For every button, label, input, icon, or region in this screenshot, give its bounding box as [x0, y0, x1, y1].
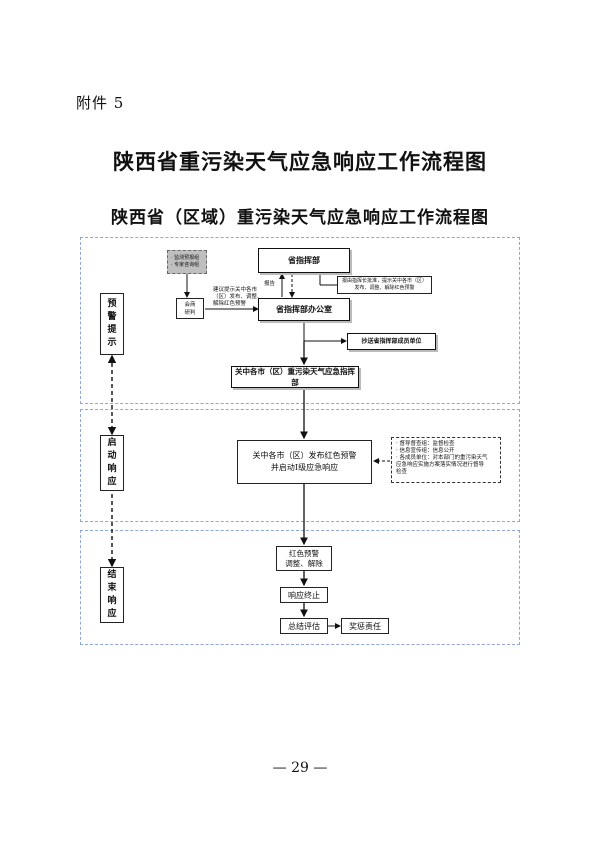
- report-label: 报告: [264, 281, 276, 287]
- red-warning-adjust-box: 红色预警 调整、解除: [276, 546, 332, 571]
- publish-warning-box: 关中各市（区）发布红色预警 并启动Ⅰ级应急响应: [237, 440, 372, 484]
- summary-evaluate-box: 总结评估: [280, 618, 328, 634]
- cc-members-box: 抄送省指挥部成员单位: [347, 333, 436, 350]
- consult-box: 会商 研判: [176, 298, 204, 319]
- stage-warning: 预 警 提 示: [100, 293, 124, 355]
- suggestion-note: 建议提示关中各市 （区）发布、调整、 解除红色预警: [213, 287, 263, 307]
- hq-notice-box: 报由指挥长批准，提示关中各市（区） 发布、调整、解除红色预警: [337, 276, 432, 294]
- city-hq-box: 关中各市（区）重污染天气应急指挥部: [231, 366, 359, 388]
- stage-end-response: 结 束 响 应: [100, 567, 124, 623]
- response-terminate-box: 响应终止: [280, 587, 328, 603]
- end-response-section: [80, 530, 520, 645]
- supervision-duties-box: · 督导督查组：监督检查 · 信息宣传组：信息公开 · 各成员单位：对本部门的重…: [391, 437, 501, 483]
- page-number: — 29 —: [272, 760, 328, 776]
- monitoring-groups-box: · 监测预报组 · 专家咨询组: [167, 250, 207, 274]
- provincial-hq-box: 省指挥部: [258, 248, 350, 273]
- page-title: 陕西省重污染天气应急响应工作流程图: [113, 149, 487, 174]
- warning-section: [80, 237, 520, 404]
- hq-office-box: 省指挥部办公室: [258, 298, 350, 321]
- flowchart-subtitle: 陕西省（区域）重污染天气应急响应工作流程图: [111, 208, 489, 228]
- attachment-label: 附件 5: [76, 94, 125, 112]
- accountability-box: 奖惩责任: [341, 618, 389, 634]
- stage-start-response: 启 动 响 应: [100, 435, 124, 491]
- start-response-section: [80, 409, 520, 522]
